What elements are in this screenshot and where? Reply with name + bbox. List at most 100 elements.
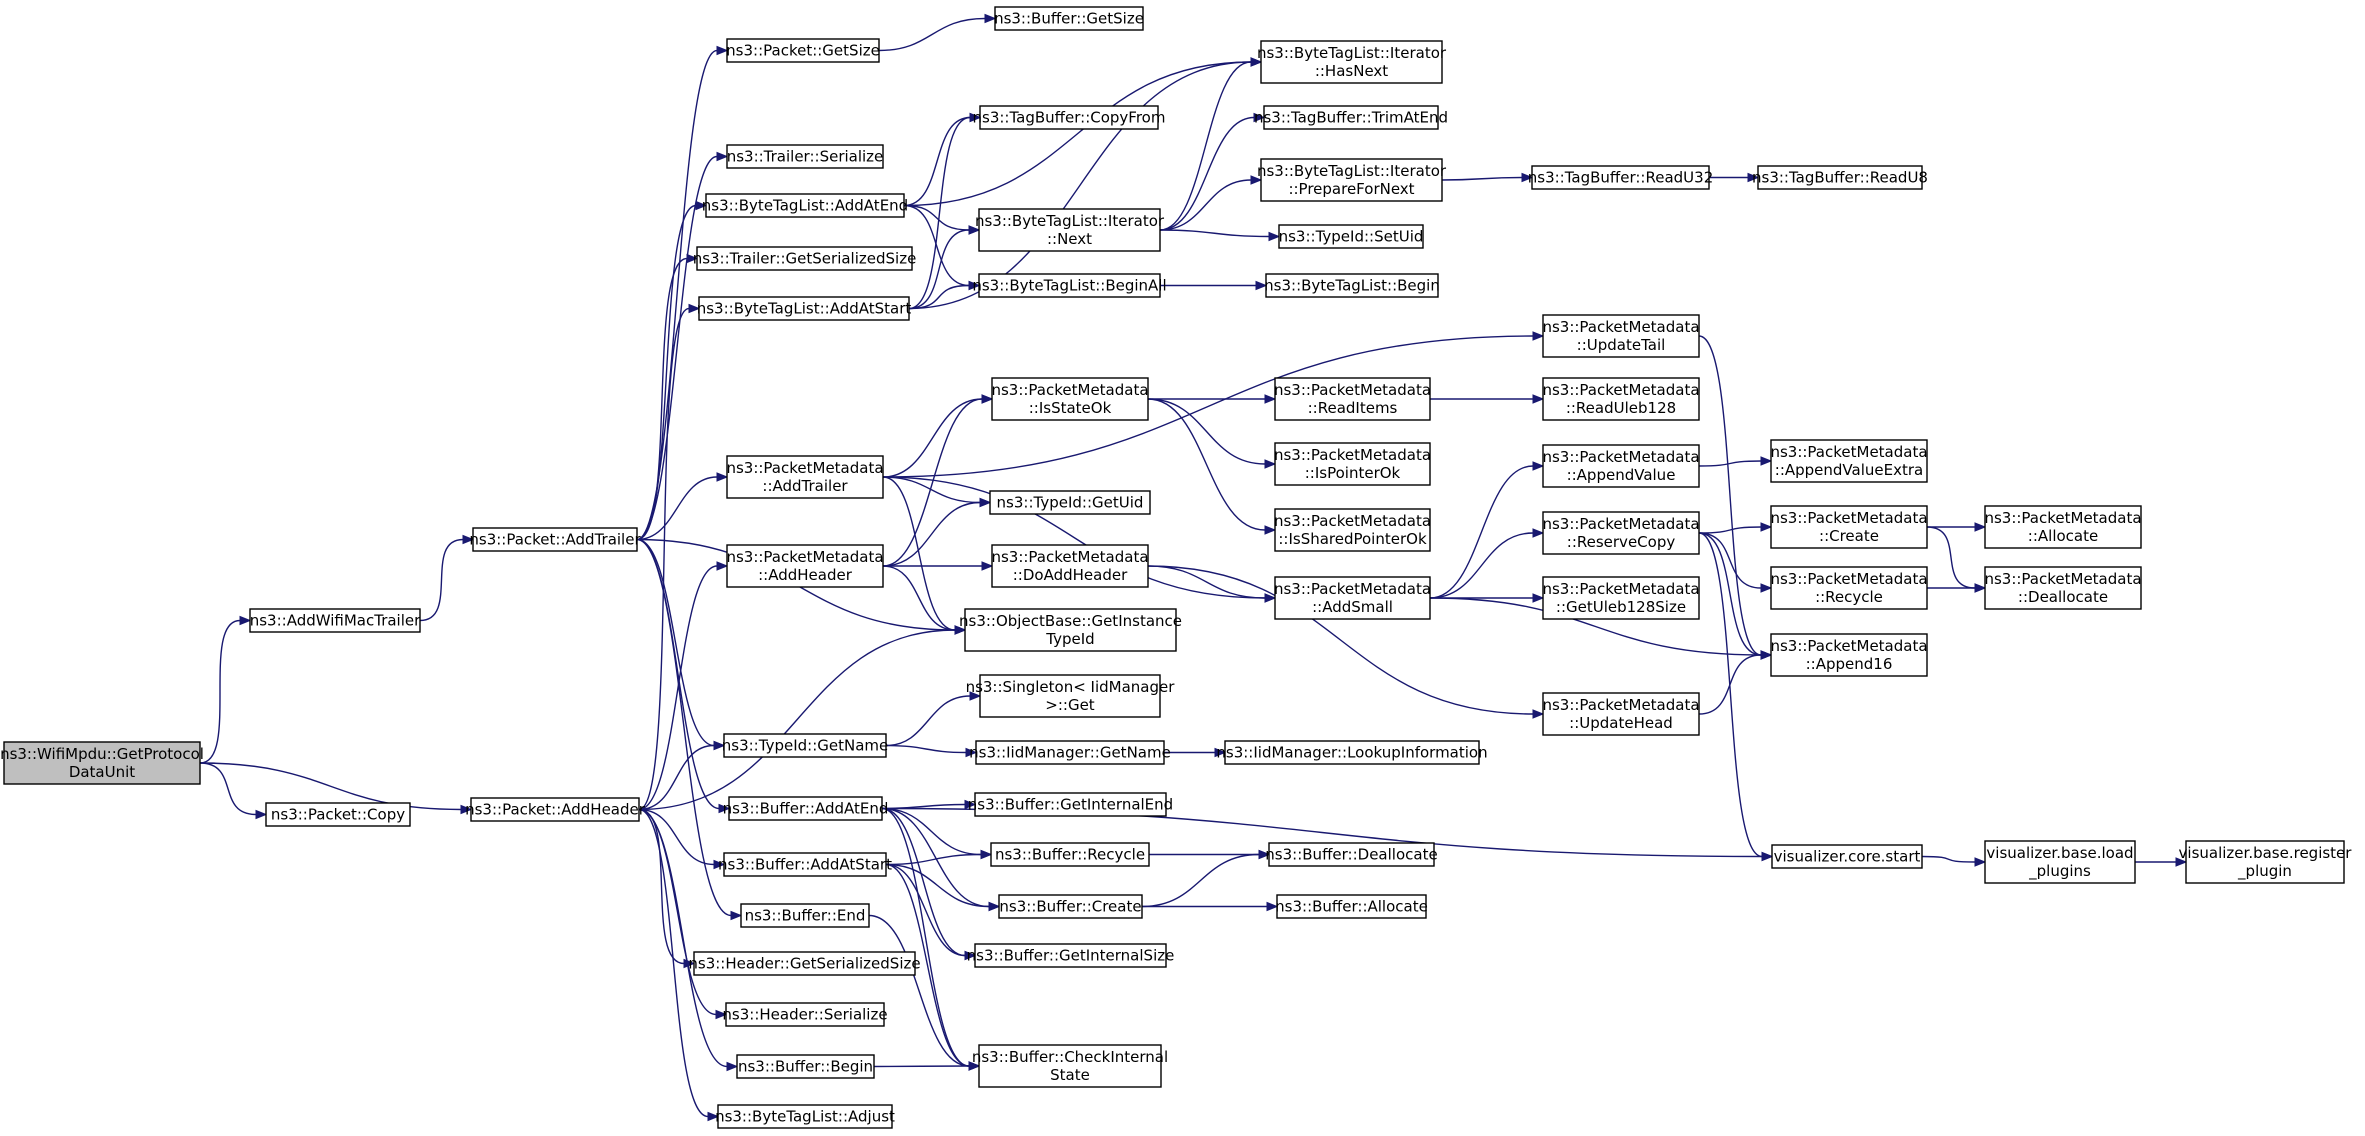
- function-node-packetaddtrailer[interactable]: ns3::Packet::AddTrailer: [469, 527, 641, 552]
- call-edge: [1159, 280, 1268, 291]
- function-node-pm_recycle[interactable]: ns3::PacketMetadata::Recycle: [1770, 566, 1928, 610]
- function-node-iid_lookupinfo[interactable]: ns3::IidManager::LookupInformation: [1216, 740, 1488, 765]
- function-node-pm_addsmall[interactable]: ns3::PacketMetadata::AddSmall: [1274, 576, 1431, 620]
- function-node-pm_updatehead[interactable]: ns3::PacketMetadata::UpdateHead: [1542, 692, 1700, 736]
- call-edge: [908, 225, 981, 310]
- function-node-btl_addatstart[interactable]: ns3::ByteTagList::AddAtStart: [697, 296, 912, 321]
- function-node-pm_append16[interactable]: ns3::PacketMetadata::Append16: [1770, 633, 1928, 677]
- edge-line: [908, 61, 1252, 310]
- call-edge: [636, 472, 729, 541]
- function-node-btl_adjust[interactable]: ns3::ByteTagList::Adjust: [715, 1104, 895, 1129]
- node-box: [1984, 840, 2136, 884]
- function-node-pm_appendvalue[interactable]: ns3::PacketMetadata::AppendValue: [1542, 444, 1700, 488]
- function-node-packetgetsize[interactable]: ns3::Packet::GetSize: [726, 38, 880, 63]
- call-edge: [638, 808, 696, 969]
- function-node-packetaddheader[interactable]: ns3::Packet::AddHeader: [465, 797, 646, 822]
- function-node-typeid_setuid[interactable]: ns3::TypeId::SetUid: [1278, 224, 1424, 249]
- node-box: [1757, 165, 1923, 190]
- function-node-buf_end[interactable]: ns3::Buffer::End: [740, 903, 870, 928]
- function-node-tb_copyfrom[interactable]: ns3::TagBuffer::CopyFrom: [973, 105, 1166, 130]
- node-box: [974, 943, 1167, 968]
- edge-line: [878, 17, 986, 52]
- node-box: [1274, 576, 1431, 620]
- edge-line: [882, 565, 956, 631]
- function-node-pm_appendvalueextra[interactable]: ns3::PacketMetadata::AppendValueExtra: [1770, 439, 1928, 483]
- function-node-buf_deallocate[interactable]: ns3::Buffer::Deallocate: [1265, 842, 1438, 867]
- function-node-pm_create[interactable]: ns3::PacketMetadata::Create: [1770, 505, 1928, 549]
- edge-line: [1698, 532, 1762, 589]
- function-node-tb_readu8[interactable]: ns3::TagBuffer::ReadU8: [1752, 165, 1928, 190]
- function-node-hdr_serialize[interactable]: ns3::Header::Serialize: [722, 1002, 888, 1027]
- call-edge: [1429, 461, 1545, 599]
- function-node-pm_reservecopy[interactable]: ns3::PacketMetadata::ReserveCopy: [1542, 511, 1700, 555]
- function-node-viz_register_plugin[interactable]: visualizer.base.register_plugin: [2179, 840, 2353, 884]
- function-node-viz_core_start[interactable]: visualizer.core.start: [1771, 844, 1923, 869]
- function-node-btl_begin[interactable]: ns3::ByteTagList::Begin: [1264, 273, 1440, 298]
- function-node-packetcopy[interactable]: ns3::Packet::Copy: [265, 802, 411, 827]
- function-node-buf_addatend[interactable]: ns3::Buffer::AddAtEnd: [723, 796, 889, 821]
- edge-line: [882, 476, 981, 504]
- function-node-buf_create[interactable]: ns3::Buffer::Create: [998, 894, 1143, 919]
- function-node-pm_isstateok[interactable]: ns3::PacketMetadata::IsStateOk: [991, 377, 1149, 421]
- function-node-btli_hasnext[interactable]: ns3::ByteTagList::Iterator::HasNext: [1257, 40, 1447, 84]
- node-label: ::HasNext: [1315, 62, 1388, 80]
- edge-arrowhead: [1264, 593, 1277, 603]
- function-node-btl_addatend[interactable]: ns3::ByteTagList::AddAtEnd: [702, 193, 908, 218]
- function-node-tb_trimatend[interactable]: ns3::TagBuffer::TrimAtEnd: [1254, 105, 1448, 130]
- function-node-pm_issharedpointerok[interactable]: ns3::PacketMetadata::IsSharedPointerOk: [1274, 508, 1431, 552]
- function-node-pm_readuleb128[interactable]: ns3::PacketMetadata::ReadUleb128: [1542, 377, 1700, 421]
- function-node-pm_addheader[interactable]: ns3::PacketMetadata::AddHeader: [726, 544, 884, 588]
- edge-arrowhead: [713, 859, 726, 870]
- function-node-buf_addatstart[interactable]: ns3::Buffer::AddAtStart: [718, 852, 892, 877]
- function-node-typeid_getuid[interactable]: ns3::TypeId::GetUid: [989, 490, 1151, 515]
- edge-line: [868, 914, 970, 1067]
- function-node-tb_readu32[interactable]: ns3::TagBuffer::ReadU32: [1528, 165, 1714, 190]
- call-edge: [882, 561, 994, 571]
- function-node-hdr_getsersize[interactable]: ns3::Header::GetSerializedSize: [688, 951, 921, 976]
- function-node-singleton_get[interactable]: ns3::Singleton< IidManager>::Get: [966, 674, 1176, 718]
- function-node-btl_beginall[interactable]: ns3::ByteTagList::BeginAll: [972, 273, 1167, 298]
- function-node-trailergetsersize[interactable]: ns3::Trailer::GetSerializedSize: [693, 246, 917, 271]
- edge-line: [882, 335, 1534, 478]
- function-node-pm_getuleb128size[interactable]: ns3::PacketMetadata::GetUleb128Size: [1542, 576, 1700, 620]
- node-label: ns3::Header::GetSerializedSize: [688, 955, 920, 973]
- node-label: ns3::PacketMetadata: [991, 548, 1148, 566]
- function-node-pm_readitems[interactable]: ns3::PacketMetadata::ReadItems: [1274, 377, 1431, 421]
- function-node-iid_getname[interactable]: ns3::IidManager::GetName: [969, 740, 1171, 765]
- function-node-buf_allocate[interactable]: ns3::Buffer::Allocate: [1275, 894, 1428, 919]
- edge-line: [1698, 654, 1762, 715]
- function-node-pm_allocate[interactable]: ns3::PacketMetadata::Allocate: [1984, 505, 2142, 549]
- function-node-buf_recycle[interactable]: ns3::Buffer::Recycle: [990, 842, 1150, 867]
- edge-line: [882, 398, 983, 478]
- function-node-buf_getinternalsize[interactable]: ns3::Buffer::GetInternalSize: [967, 943, 1175, 968]
- edge-arrowhead: [1760, 456, 1773, 466]
- edge-line: [903, 204, 970, 231]
- call-edge: [1159, 175, 1263, 231]
- function-node-buf_begin[interactable]: ns3::Buffer::Begin: [736, 1054, 875, 1079]
- function-node-pm_addtrailer[interactable]: ns3::PacketMetadata::AddTrailer: [726, 455, 884, 499]
- function-node-addwifimactrailer[interactable]: ns3::AddWifiMacTrailer: [249, 608, 421, 633]
- function-node-typeid_getname[interactable]: ns3::TypeId::GetName: [722, 733, 888, 758]
- function-node-trailerserialize[interactable]: ns3::Trailer::Serialize: [726, 144, 884, 169]
- function-node-pm_ispointerok[interactable]: ns3::PacketMetadata::IsPointerOk: [1274, 442, 1431, 486]
- function-node-pm_updatetail[interactable]: ns3::PacketMetadata::UpdateTail: [1542, 314, 1700, 358]
- edge-line: [885, 863, 970, 1067]
- function-node-btli_next[interactable]: ns3::ByteTagList::Iterator::Next: [975, 208, 1165, 252]
- node-label: ns3::ByteTagList::Iterator: [975, 212, 1165, 230]
- edge-arrowhead: [954, 625, 967, 635]
- function-node-buf_getsize[interactable]: ns3::Buffer::GetSize: [994, 6, 1144, 31]
- edge-line: [638, 808, 685, 965]
- edge-line: [199, 619, 241, 764]
- function-node-viz_load_plugins[interactable]: visualizer.base.load_plugins: [1984, 840, 2136, 884]
- function-node-btli_preparefornext[interactable]: ns3::ByteTagList::Iterator::PrepareForNe…: [1257, 158, 1447, 202]
- edge-arrowhead: [981, 561, 994, 571]
- function-node-pm_doaddheader[interactable]: ns3::PacketMetadata::DoAddHeader: [991, 544, 1149, 588]
- node-box: [1770, 505, 1928, 549]
- function-node-pm_deallocate[interactable]: ns3::PacketMetadata::Deallocate: [1984, 566, 2142, 610]
- function-node-buf_getinternalend[interactable]: ns3::Buffer::GetInternalEnd: [968, 792, 1173, 817]
- edge-line: [1147, 565, 1266, 599]
- node-label: ns3::ObjectBase::GetInstance: [959, 612, 1182, 630]
